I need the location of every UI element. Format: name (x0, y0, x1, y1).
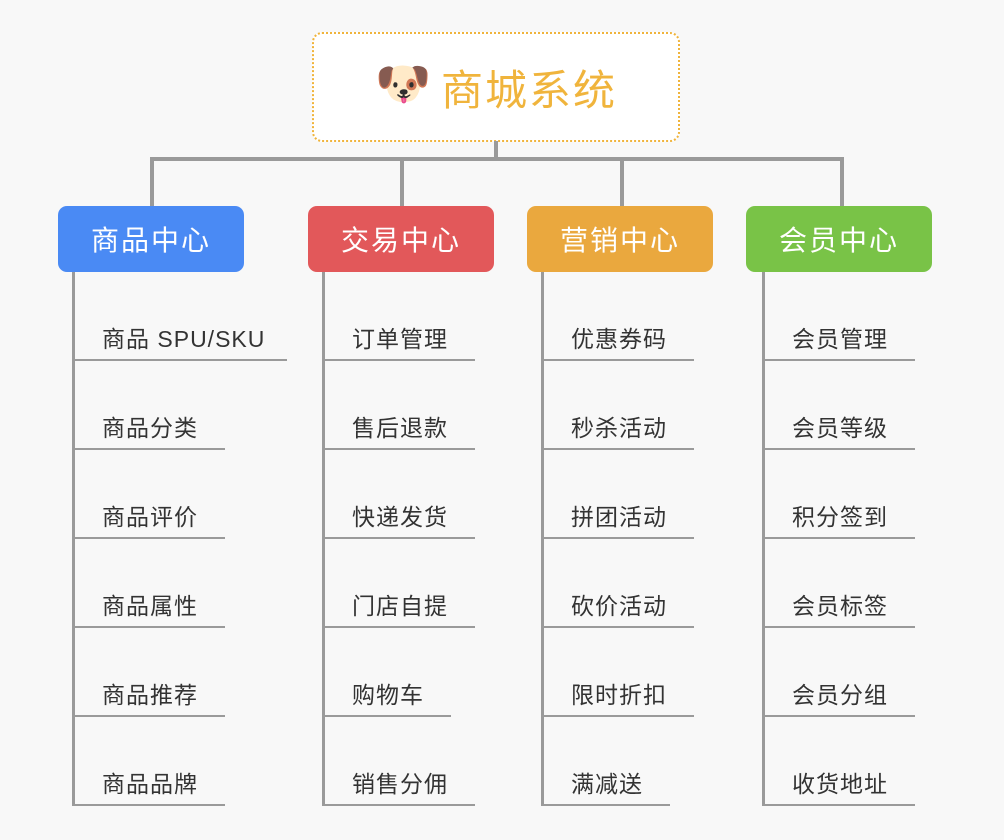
leaf-underline (72, 804, 225, 806)
leaf-item[interactable]: 会员等级 (762, 361, 915, 450)
leaf-item[interactable]: 会员分组 (762, 628, 915, 717)
leaf-item-label: 商品品牌 (102, 771, 198, 797)
leaf-item-label: 销售分佣 (352, 771, 448, 797)
leaf-list: 会员管理会员等级积分签到会员标签会员分组收货地址 (762, 272, 915, 806)
leaf-item-label: 购物车 (352, 682, 424, 708)
leaf-underline (762, 804, 915, 806)
leaf-item[interactable]: 商品分类 (72, 361, 283, 450)
leaf-item[interactable]: 收货地址 (762, 717, 915, 806)
branch-drop-3 (620, 157, 624, 209)
leaf-item-label: 订单管理 (352, 326, 448, 352)
leaf-underline (541, 715, 694, 717)
leaf-item[interactable]: 快递发货 (322, 450, 475, 539)
leaf-item-label: 售后退款 (352, 415, 448, 441)
leaf-item[interactable]: 售后退款 (322, 361, 475, 450)
leaf-item-label: 优惠券码 (571, 326, 667, 352)
leaf-item[interactable]: 购物车 (322, 628, 466, 717)
leaf-item-label: 收货地址 (792, 771, 888, 797)
leaf-underline (72, 448, 225, 450)
leaf-item[interactable]: 会员标签 (762, 539, 915, 628)
leaf-item-label: 会员等级 (792, 415, 888, 441)
branch-drop-2 (400, 157, 404, 209)
leaf-item-label: 秒杀活动 (571, 415, 667, 441)
category-header-label: 交易中心 (340, 225, 461, 256)
leaf-underline (72, 537, 225, 539)
branch-drop-4 (840, 157, 844, 209)
leaf-item-label: 会员标签 (792, 593, 888, 619)
category-header-2[interactable]: 交易中心 (308, 206, 494, 272)
leaf-item[interactable]: 商品品牌 (72, 717, 283, 806)
leaf-underline (541, 537, 694, 539)
leaf-item-label: 快递发货 (352, 504, 448, 530)
root-node[interactable]: 🐶 商城系统 (312, 32, 680, 142)
leaf-item[interactable]: 商品推荐 (72, 628, 283, 717)
leaf-underline (72, 359, 287, 361)
leaf-underline (541, 626, 694, 628)
leaf-item-label: 商品评价 (102, 504, 198, 530)
leaf-item[interactable]: 满减送 (541, 717, 685, 806)
leaf-item[interactable]: 积分签到 (762, 450, 915, 539)
leaf-item[interactable]: 限时折扣 (541, 628, 694, 717)
column-trunk-connector (541, 272, 544, 806)
leaf-list: 订单管理售后退款快递发货门店自提购物车销售分佣 (322, 272, 475, 806)
column-trunk-connector (72, 272, 75, 806)
leaf-item[interactable]: 会员管理 (762, 272, 915, 361)
leaf-underline (762, 715, 915, 717)
leaf-item-label: 砍价活动 (571, 593, 667, 619)
leaf-underline (762, 448, 915, 450)
leaf-item-label: 满减送 (571, 771, 643, 797)
leaf-list: 商品 SPU/SKU 商品分类商品评价商品属性商品推荐商品品牌 (72, 272, 287, 806)
leaf-item[interactable]: 优惠券码 (541, 272, 694, 361)
leaf-underline (322, 537, 475, 539)
leaf-underline (322, 448, 475, 450)
shiba-dog-face-icon: 🐶 (374, 58, 432, 109)
leaf-underline (322, 626, 475, 628)
leaf-item[interactable]: 订单管理 (322, 272, 475, 361)
category-header-label: 营销中心 (559, 225, 680, 256)
leaf-underline (541, 448, 694, 450)
category-header-label: 商品中心 (90, 225, 211, 256)
leaf-underline (322, 804, 475, 806)
leaf-item-label: 拼团活动 (571, 504, 667, 530)
leaf-item[interactable]: 商品属性 (72, 539, 283, 628)
leaf-item[interactable]: 门店自提 (322, 539, 475, 628)
leaf-item-label: 限时折扣 (571, 682, 667, 708)
leaf-item-label: 会员管理 (792, 326, 888, 352)
column-trunk-connector (762, 272, 765, 806)
branch-drop-1 (150, 157, 154, 209)
leaf-item[interactable]: 销售分佣 (322, 717, 475, 806)
root-stem-connector (494, 141, 498, 161)
column-trunk-connector (322, 272, 325, 806)
leaf-underline (541, 804, 670, 806)
leaf-underline (322, 359, 475, 361)
leaf-underline (322, 715, 451, 717)
leaf-item[interactable]: 商品评价 (72, 450, 283, 539)
branch-bus-connector (150, 157, 844, 161)
leaf-item[interactable]: 砍价活动 (541, 539, 694, 628)
leaf-item[interactable]: 商品 SPU/SKU (72, 272, 287, 361)
leaf-item[interactable]: 拼团活动 (541, 450, 694, 539)
leaf-item-label: 积分签到 (792, 504, 888, 530)
category-header-4[interactable]: 会员中心 (746, 206, 932, 272)
leaf-underline (762, 626, 915, 628)
leaf-underline (762, 537, 915, 539)
leaf-list: 优惠券码秒杀活动拼团活动砍价活动限时折扣满减送 (541, 272, 694, 806)
leaf-underline (72, 626, 225, 628)
root-title: 商城系统 (440, 66, 617, 114)
category-header-1[interactable]: 商品中心 (58, 206, 244, 272)
leaf-item[interactable]: 秒杀活动 (541, 361, 694, 450)
leaf-item-label: 商品属性 (102, 593, 198, 619)
leaf-item-label: 商品推荐 (102, 682, 198, 708)
leaf-item-label: 商品 SPU/SKU (102, 326, 266, 352)
leaf-item-label: 会员分组 (792, 682, 888, 708)
category-header-label: 会员中心 (778, 225, 899, 256)
leaf-underline (762, 359, 915, 361)
leaf-item-label: 商品分类 (102, 415, 198, 441)
category-header-3[interactable]: 营销中心 (527, 206, 713, 272)
leaf-underline (541, 359, 694, 361)
leaf-underline (72, 715, 225, 717)
leaf-item-label: 门店自提 (352, 593, 448, 619)
